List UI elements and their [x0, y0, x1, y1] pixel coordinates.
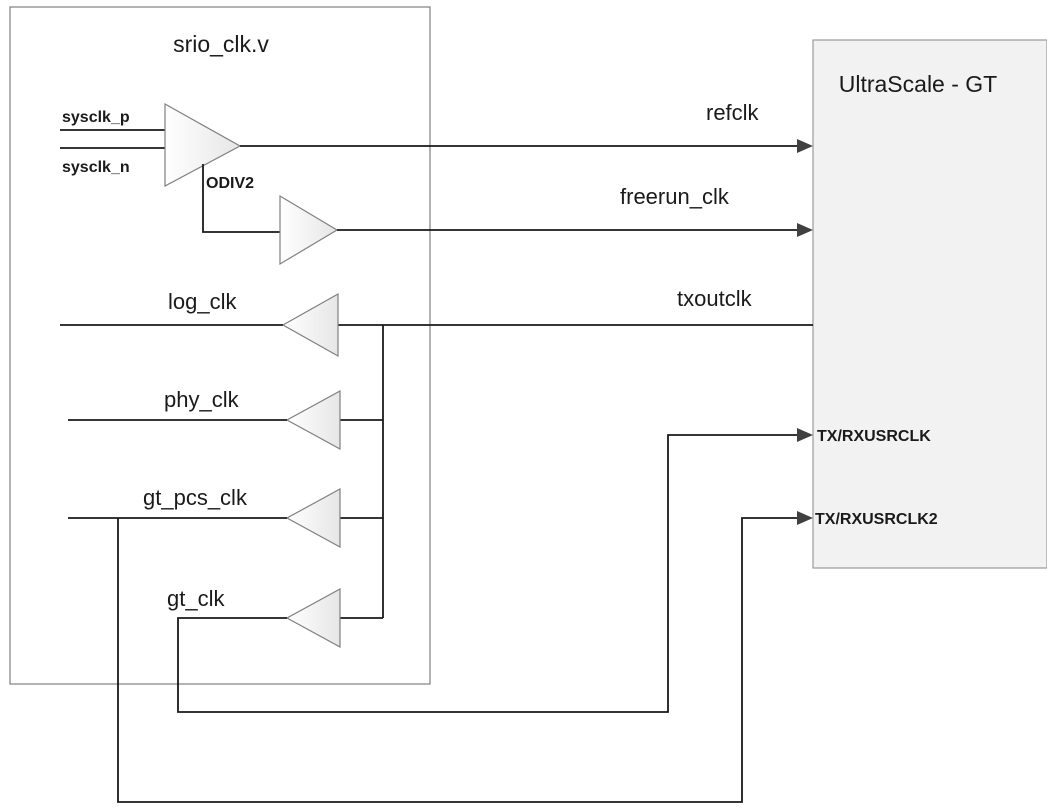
refclk-arrowhead [797, 139, 813, 153]
gt-clk-buffer [285, 587, 341, 649]
usrclk2-port-label: TX/RXUSRCLK2 [815, 511, 938, 528]
gt-pcs-clk-buffer [285, 487, 341, 549]
odiv2-label: ODIV2 [206, 175, 254, 192]
refclk-label: refclk [706, 100, 760, 125]
module-title: srio_clk.v [173, 31, 269, 57]
usrclk-port-label: TX/RXUSRCLK [817, 428, 931, 445]
usrclk-arrowhead [797, 428, 813, 442]
log-clk-buffer [281, 292, 339, 358]
srio-clk-module-box [9, 6, 431, 685]
log-clk-label: log_clk [168, 289, 237, 314]
gt-pcs-clk-feedback-wire [117, 517, 800, 803]
gt-block-title: UltraScale - GT [839, 71, 997, 97]
freerun-buffer [279, 194, 339, 266]
phy-clk-buffer [285, 389, 341, 451]
phy-clk-label: phy_clk [164, 387, 240, 412]
freerun-clk-label: freerun_clk [620, 184, 730, 209]
gt-pcs-clk-label: gt_pcs_clk [143, 485, 248, 510]
ultrascale-gt-block [812, 39, 1047, 569]
sysclk-p-label: sysclk_p [62, 109, 130, 126]
usrclk2-arrowhead [797, 511, 813, 525]
sysclk-n-label: sysclk_n [62, 159, 130, 176]
odiv2-wire [202, 164, 280, 233]
freerun-clk-arrowhead [797, 223, 813, 237]
gt-clk-wire [177, 434, 800, 713]
txoutclk-label: txoutclk [677, 286, 753, 311]
gt-clk-label: gt_clk [167, 586, 225, 611]
